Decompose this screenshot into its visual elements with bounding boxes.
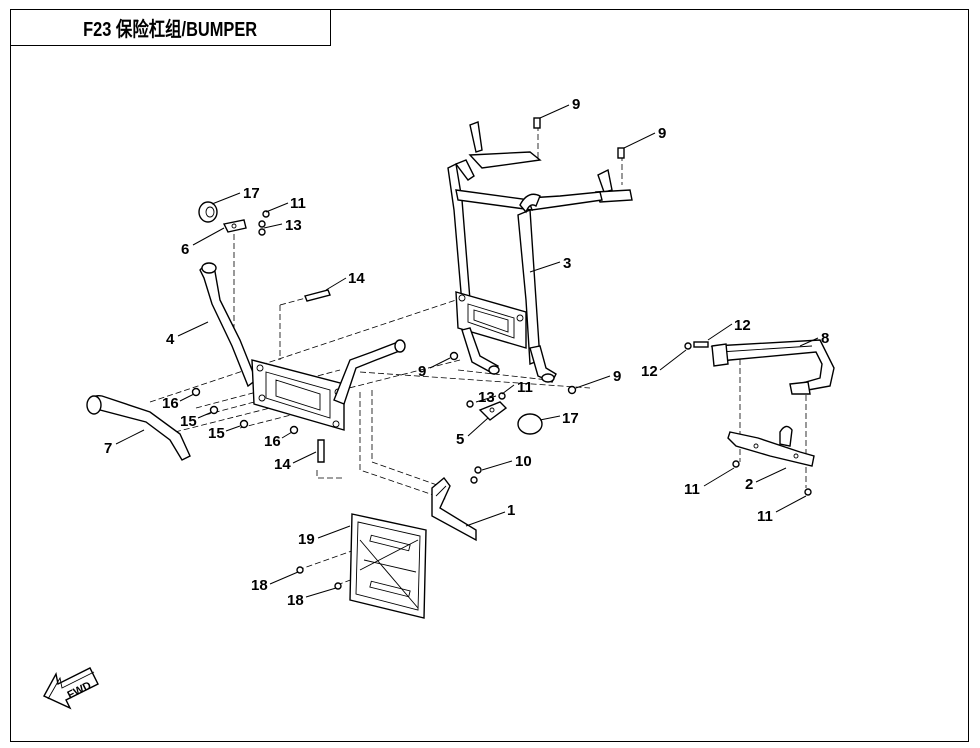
callout-8: 8	[821, 330, 829, 347]
part-1-bracket	[431, 476, 477, 542]
callout-14: 14	[274, 456, 291, 473]
fwd-arrow-icon: FWD	[43, 667, 99, 710]
callout-14: 14	[348, 270, 365, 287]
callout-3: 3	[563, 255, 571, 272]
callout-15: 15	[208, 425, 225, 442]
callout-16: 16	[264, 433, 281, 450]
callout-12: 12	[641, 363, 658, 380]
front-bumper-assembly	[251, 339, 406, 431]
callout-12: 12	[734, 317, 751, 334]
callout-6: 6	[181, 241, 189, 258]
leader-lines	[115, 104, 819, 598]
part-3-frame	[447, 121, 633, 383]
callout-13: 13	[285, 217, 302, 234]
callout-9: 9	[418, 363, 426, 380]
callout-10: 10	[515, 453, 532, 470]
part-17-caps	[198, 201, 543, 435]
part-19-plate	[349, 513, 427, 619]
callout-17: 17	[243, 185, 260, 202]
part-2-bracket	[727, 425, 815, 467]
part-6-bracket	[222, 219, 247, 233]
part-5-bracket	[478, 401, 508, 421]
callout-9: 9	[572, 96, 580, 113]
callout-11: 11	[757, 508, 773, 525]
diagram-title: F23 保险杠组/BUMPER	[83, 19, 258, 41]
callout-9: 9	[658, 125, 666, 142]
fasteners	[191, 117, 812, 590]
drawing-frame	[10, 9, 969, 742]
callout-16: 16	[162, 395, 179, 412]
callout-7: 7	[104, 440, 112, 457]
callout-13: 13	[478, 389, 495, 406]
callout-11: 11	[684, 481, 700, 498]
callout-5: 5	[456, 431, 464, 448]
callout-1: 1	[507, 502, 515, 519]
part-8-bracket	[711, 339, 835, 395]
callout-2: 2	[745, 476, 753, 493]
callout-18: 18	[251, 577, 268, 594]
callout-labels: 9 9 17 11 13 6 3 14 4 12 8 12 9 9 16 13 …	[104, 96, 829, 609]
callout-19: 19	[298, 531, 315, 548]
callout-11: 11	[290, 195, 306, 212]
callout-9: 9	[613, 368, 621, 385]
part-7-lower-tube	[86, 394, 191, 461]
part-4-left-tube	[199, 262, 257, 388]
callout-4: 4	[166, 331, 175, 348]
callout-11: 11	[517, 379, 533, 396]
callout-18: 18	[287, 592, 304, 609]
callout-15: 15	[180, 413, 197, 430]
title-box: F23 保险杠组/BUMPER	[10, 9, 331, 46]
callout-17: 17	[562, 410, 579, 427]
